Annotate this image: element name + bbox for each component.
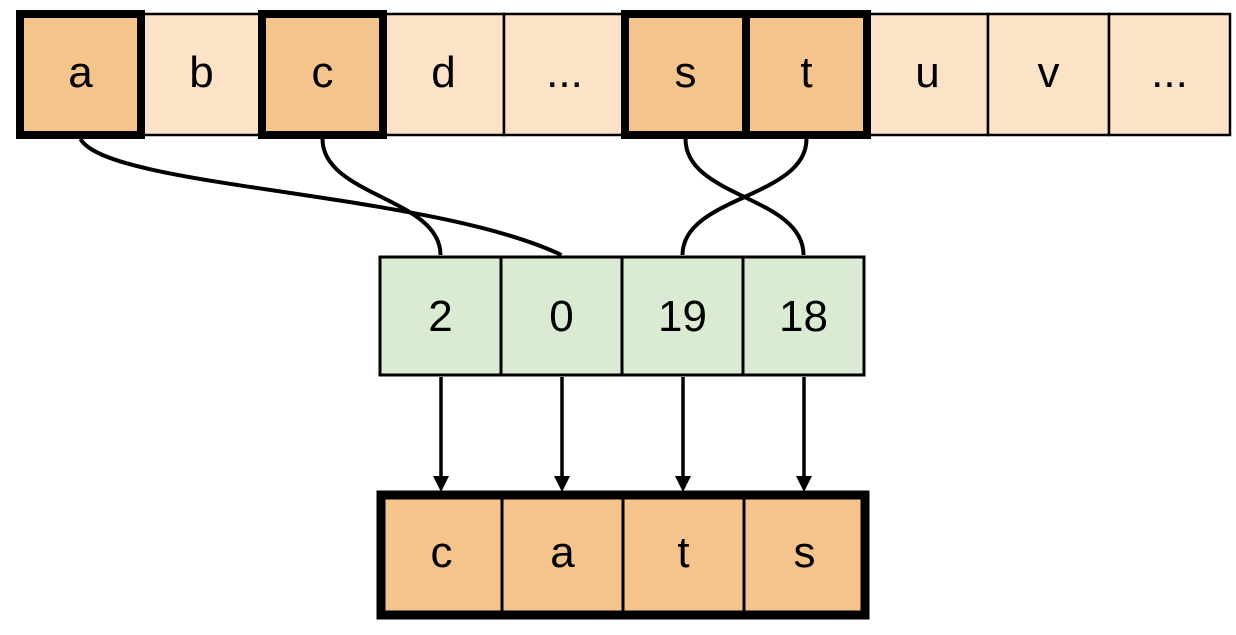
alphabet-cell-ellipsis-1-label: ...	[546, 48, 583, 97]
alphabet-row: a b c d ... s t u v ...	[16, 10, 1232, 139]
curve-c-to-index-2	[320, 138, 443, 256]
output-cell-c-label: c	[431, 528, 453, 577]
alphabet-cell-s-highlighted	[621, 10, 750, 139]
arrow-head-2	[554, 476, 570, 492]
index-to-output-arrows	[433, 377, 812, 492]
output-cell-a	[500, 493, 625, 617]
alphabet-cell-d-label: d	[431, 48, 455, 97]
index-cell-0-label: 0	[549, 292, 573, 341]
alphabet-cell-d	[381, 12, 506, 137]
alphabet-cell-ellipsis-1	[502, 12, 627, 137]
index-row: 2 0 19 18	[378, 255, 866, 377]
output-cell-s-label: s	[794, 528, 816, 577]
alphabet-cell-c-highlighted	[258, 10, 387, 139]
output-row-outline	[376, 490, 870, 620]
curve-a-to-index-0	[78, 137, 563, 257]
output-cell-t	[621, 493, 746, 617]
alphabet-cell-ellipsis-2	[1107, 12, 1232, 137]
index-cell-18	[741, 255, 866, 377]
index-cell-2	[378, 255, 503, 377]
alphabet-cell-a-highlighted	[16, 10, 145, 139]
arrow-head-1	[433, 476, 449, 492]
arrow-head-4	[796, 476, 812, 492]
alphabet-cell-s-label: s	[675, 48, 697, 97]
alphabet-cell-t-label: t	[800, 48, 812, 97]
output-row: c a t s	[376, 490, 870, 620]
alphabet-cell-ellipsis-2-label: ...	[1151, 48, 1188, 97]
arrow-head-3	[675, 476, 691, 492]
output-cell-s	[742, 493, 867, 617]
alphabet-cell-a-label: a	[68, 48, 93, 97]
index-cell-2-label: 2	[428, 292, 452, 341]
index-cell-19-label: 19	[658, 292, 707, 341]
alphabet-cell-b	[139, 12, 264, 137]
alphabet-cell-u-label: u	[915, 48, 939, 97]
alphabet-cell-v-label: v	[1038, 48, 1060, 97]
letter-to-index-curves	[78, 137, 809, 257]
output-cell-t-label: t	[677, 528, 689, 577]
alphabet-cell-v	[986, 12, 1111, 137]
output-cell-a-label: a	[550, 528, 575, 577]
alphabet-cell-t-highlighted	[742, 10, 871, 139]
index-cell-18-label: 18	[779, 292, 828, 341]
curve-t-to-index-19	[680, 138, 809, 256]
index-cell-19	[620, 255, 745, 377]
alphabet-cell-c-label: c	[312, 48, 334, 97]
alphabet-cell-b-label: b	[189, 48, 213, 97]
